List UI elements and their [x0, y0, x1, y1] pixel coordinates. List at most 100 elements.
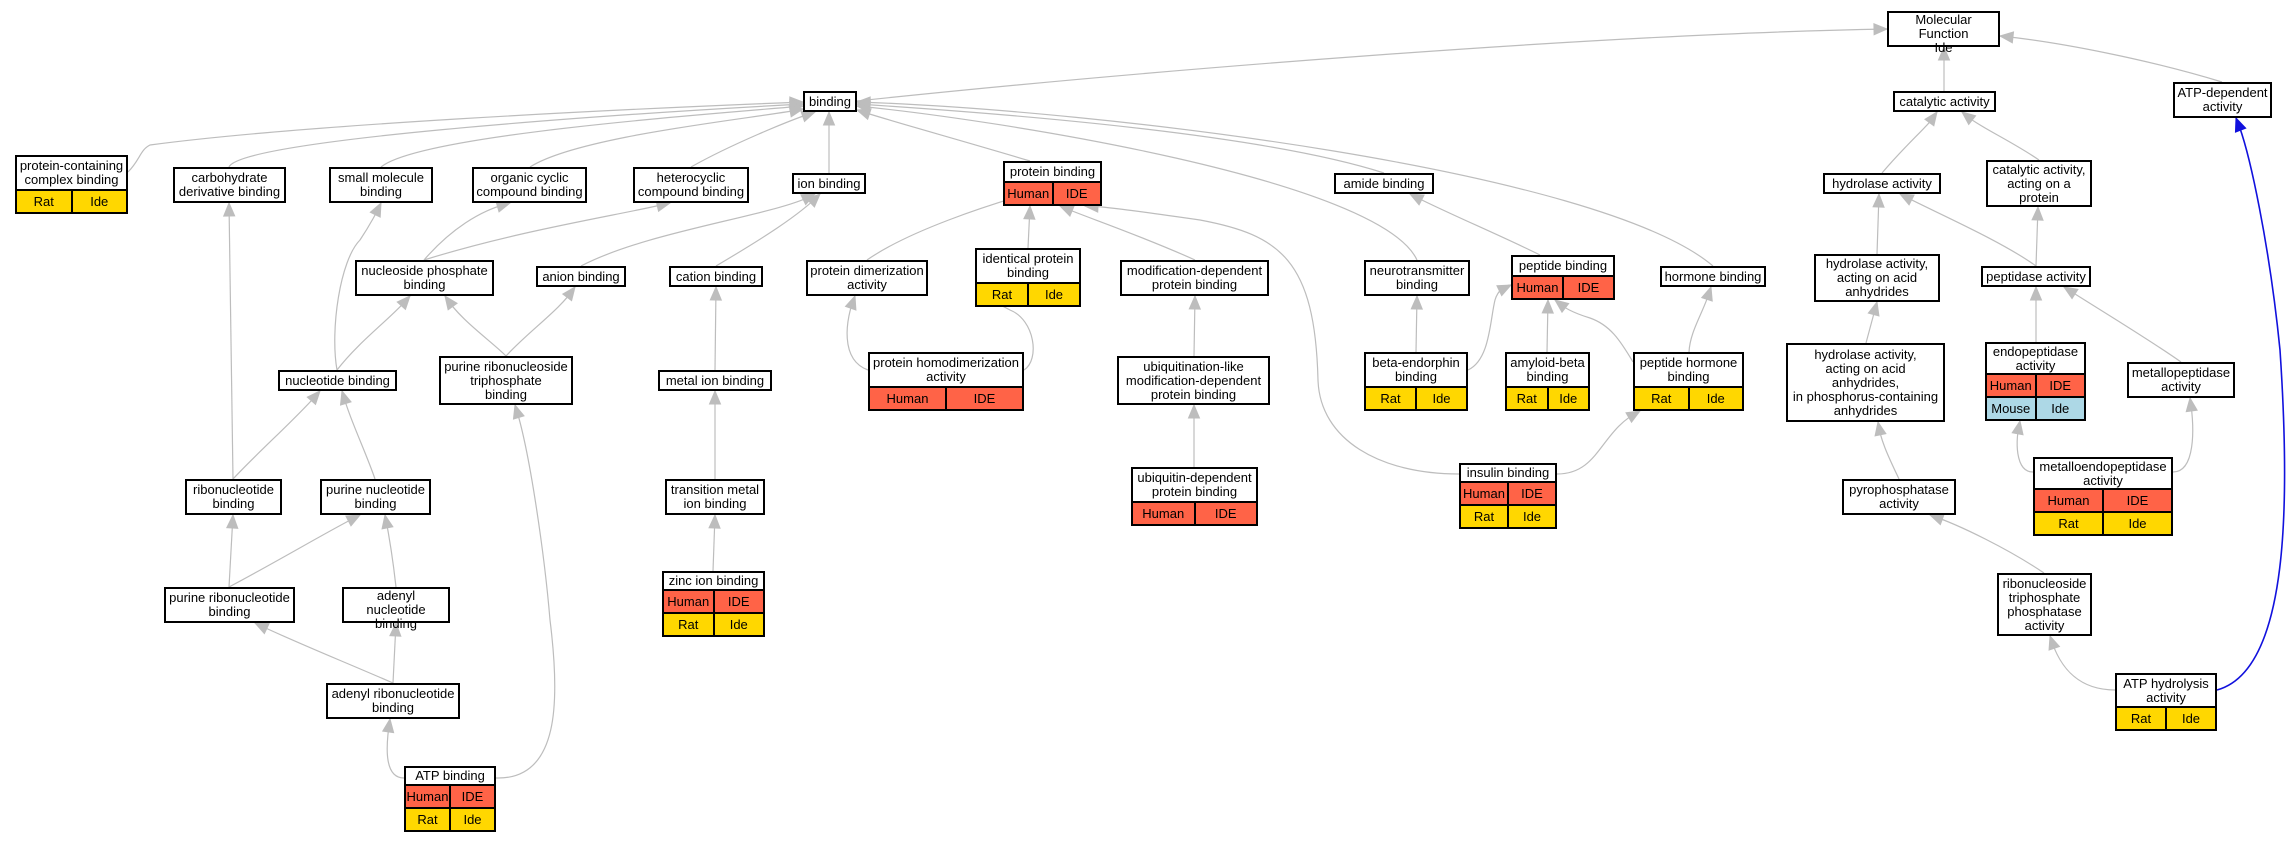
go-term-hydrphos[interactable]: hydrolase activity, acting on acid anhyd… [1786, 343, 1945, 422]
term-label: ribonucleoside triphosphate phosphatase … [2002, 575, 2087, 633]
edge-carb-to-binding [228, 98, 805, 168]
go-term-carb[interactable]: carbohydrate derivative binding [173, 167, 286, 203]
go-term-anion[interactable]: anion binding [536, 266, 626, 287]
go-term-hetcyc[interactable]: heterocyclic compound binding [633, 167, 749, 203]
organism-cell: Human [406, 789, 449, 804]
edge-nucleotide-to-smallmol [334, 201, 382, 371]
gene-cell: IDE [1562, 277, 1613, 298]
gene-cell: IDE [1507, 483, 1555, 504]
go-term-nucleotide[interactable]: nucleotide binding [278, 370, 397, 391]
go-term-metallopep[interactable]: metallopeptidase activity [2127, 362, 2235, 398]
arrowhead [1928, 513, 1945, 526]
go-term-mf[interactable]: Molecular Function Ide [1887, 11, 2000, 55]
arrowhead [1874, 420, 1887, 437]
arrowhead [2029, 285, 2043, 301]
go-term-neurotrans[interactable]: neurotransmitter binding [1364, 260, 1470, 296]
go-term-orgcyc[interactable]: organic cyclic compound binding [472, 167, 587, 203]
go-term-metalion[interactable]: metal ion binding [658, 370, 772, 391]
arrowhead [1700, 285, 1713, 302]
go-term-binding[interactable]: binding [803, 91, 857, 112]
go-term-catprot[interactable]: catalytic activity, acting on a protein [1986, 160, 2092, 207]
go-term-adenylnuc[interactable]: adenyl nucleotide binding [342, 587, 450, 631]
go-term-atpdep[interactable]: ATP-dependent activity [2173, 82, 2272, 118]
term-label: organic cyclic compound binding [476, 170, 583, 199]
go-term-protdimer[interactable]: protein dimerization activity [806, 260, 928, 296]
term-label: heterocyclic compound binding [637, 170, 745, 199]
arrowhead [369, 201, 382, 218]
go-term-hydrolase[interactable]: hydrolase activity [1823, 173, 1941, 194]
gene-cell: Ide [70, 191, 127, 212]
term-label: ubiquitination-like modification-depende… [1125, 358, 1262, 402]
edge-atphydro-to-rntphos [2048, 634, 2116, 691]
go-term-purribo[interactable]: purine ribonucleotide binding [164, 587, 295, 623]
go-term-amide[interactable]: amide binding [1334, 173, 1434, 194]
go-term-moddep[interactable]: modification-dependent protein binding [1120, 260, 1269, 296]
go-term-hydracid[interactable]: hydrolase activity, acting on acid anhyd… [1814, 254, 1940, 302]
edge-insulin-to-pephormone [1556, 410, 1642, 475]
gene-cell: IDE [2102, 490, 2171, 511]
edge-purnuc-to-nucleotide [339, 389, 376, 480]
go-term-purnuc[interactable]: purine nucleotide binding [320, 479, 431, 515]
go-term-ionb[interactable]: ion binding [792, 173, 866, 194]
term-label: identical protein binding [982, 251, 1074, 280]
term-label: binding [809, 93, 851, 109]
organism-cell: Human [667, 594, 710, 609]
go-term-hormone[interactable]: hormone binding [1660, 266, 1766, 287]
edge-purntp-to-anion [505, 285, 576, 357]
go-term-nucphos[interactable]: nucleoside phosphate binding [355, 260, 494, 296]
edge-ublike-to-moddep [1188, 294, 1202, 357]
go-term-cation[interactable]: cation binding [669, 266, 763, 287]
arrowhead [708, 389, 722, 405]
arrowhead [844, 294, 857, 311]
arrowhead [1541, 298, 1554, 314]
arrowhead [1872, 192, 1885, 208]
go-term-ribonuc[interactable]: ribonucleotide binding [185, 479, 282, 515]
arrowhead [561, 285, 576, 302]
arrowhead [708, 513, 721, 529]
arrowhead [1058, 205, 1075, 217]
go-term-rntphos[interactable]: ribonucleoside triphosphate phosphatase … [1997, 573, 2092, 636]
organism-cell: Mouse [1991, 401, 2031, 416]
go-term-transmetal[interactable]: transition metal ion binding [665, 479, 765, 515]
edge-pyrophos-to-hydrphos [1874, 420, 1900, 480]
gene-cell: Ide [1687, 388, 1743, 409]
go-term-ublike[interactable]: ubiquitination-like modification-depende… [1117, 356, 1270, 405]
go-term-peptidase[interactable]: peptidase activity [1981, 266, 2091, 287]
edge-ionb-to-binding [822, 110, 836, 173]
edge-pephormone-to-peptideb [1553, 299, 1634, 363]
arrowhead [253, 622, 270, 635]
edge-metalion-to-cation [709, 285, 723, 371]
edge-catprot-to-catalytic [1960, 111, 2040, 161]
go-term-purntp[interactable]: purine ribonucleoside triphosphate bindi… [439, 356, 573, 405]
go-term-pyrophos[interactable]: pyrophosphatase activity [1842, 479, 1956, 515]
edge-cation-to-ionb [715, 193, 821, 267]
edge-moddep-to-protb [1058, 205, 1196, 261]
edge-nucphos-to-orgcyc [423, 200, 512, 261]
organism-cell: Human [1989, 378, 2032, 393]
go-term-catalytic[interactable]: catalytic activity [1893, 91, 1996, 112]
term-label: hydrolase activity, acting on acid anhyd… [1825, 256, 1929, 299]
go-term-adenylribo[interactable]: adenyl ribonucleotide binding [326, 683, 460, 719]
go-term-smallmol[interactable]: small molecule binding [329, 167, 433, 203]
